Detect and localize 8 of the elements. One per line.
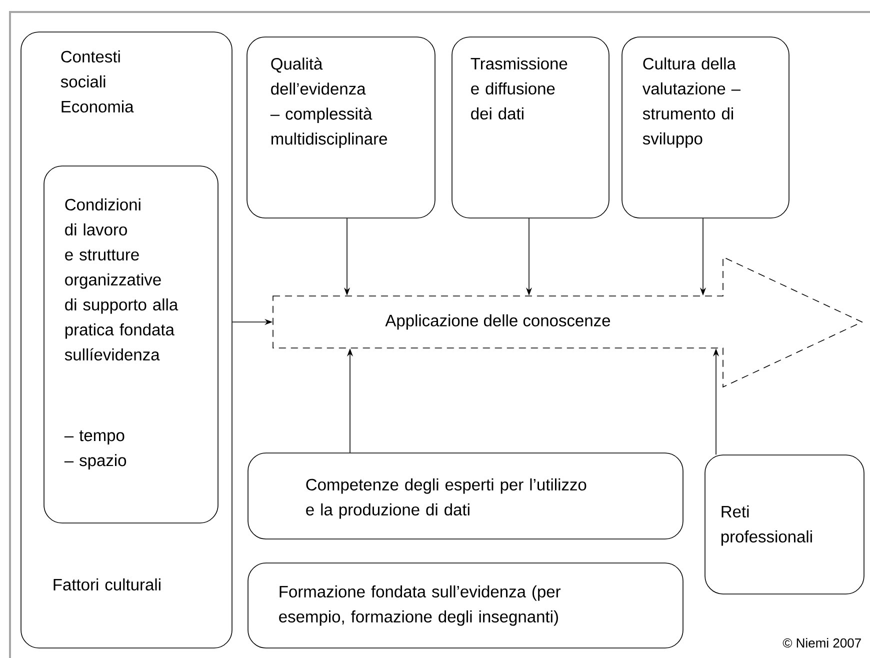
copyright-note: © Niemi 2007 <box>782 638 861 648</box>
rounded-box: Trasmissione e diffusione dei dati <box>452 36 610 218</box>
rounded-box: Cultura della valutazione – strumento di sviluppo <box>622 36 790 218</box>
rounded-box: Condizioni di lavoro e strutture organizzative di supporto alla pratica fondata sullíevidenza – tempo – spazio <box>44 166 218 524</box>
rounded-box: Reti professionali <box>704 454 864 594</box>
rounded-box: Qualità dell’evidenza – complessità multidisciplinare <box>246 36 436 218</box>
rounded-box: Formazione fondata sull’evidenza (per esempio, formazione degli insegnanti) <box>248 562 684 648</box>
rounded-box: Competenze degli esperti per l’utilizzo e la produzione di dati <box>248 452 684 540</box>
